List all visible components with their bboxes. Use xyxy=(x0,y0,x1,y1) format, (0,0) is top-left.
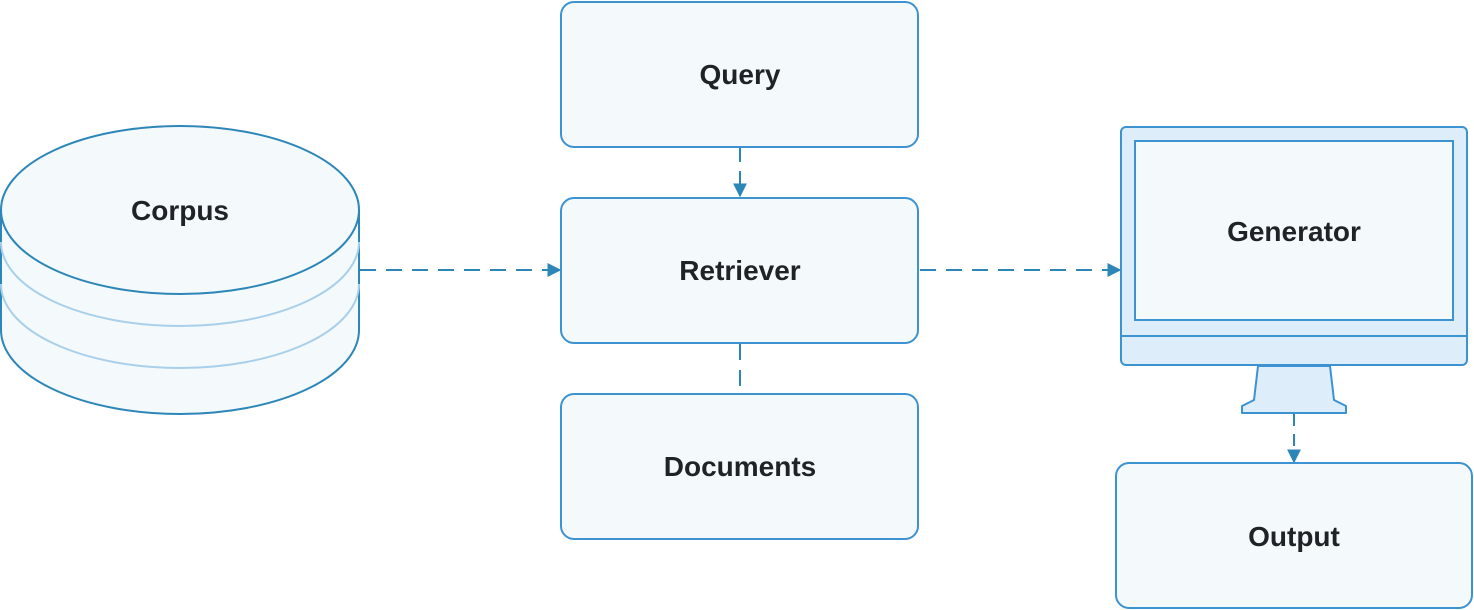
generator-node[interactable]: Generator xyxy=(1120,126,1468,414)
monitor-stand-icon xyxy=(1241,365,1347,414)
corpus-ring-lower xyxy=(0,283,360,369)
corpus-cylinder-top xyxy=(0,125,360,295)
output-label: Output xyxy=(1248,521,1340,552)
documents-box xyxy=(560,393,919,540)
query-label: Query xyxy=(700,59,781,90)
output-node[interactable]: Output xyxy=(1115,462,1473,609)
corpus-node[interactable]: Corpus xyxy=(0,125,360,415)
retriever-label: Retriever xyxy=(679,255,801,286)
documents-label: Documents xyxy=(664,451,816,482)
corpus-label: Corpus xyxy=(131,195,229,226)
corpus-ring-upper xyxy=(0,241,360,327)
output-box xyxy=(1115,462,1473,609)
documents-node[interactable]: Documents xyxy=(560,393,919,540)
retriever-box xyxy=(560,197,919,344)
query-box xyxy=(560,1,919,148)
retriever-node[interactable]: Retriever xyxy=(560,197,919,344)
monitor-screen xyxy=(1134,140,1454,321)
generator-label: Generator xyxy=(1227,216,1361,247)
query-node[interactable]: Query xyxy=(560,1,919,148)
edges xyxy=(360,148,1301,464)
